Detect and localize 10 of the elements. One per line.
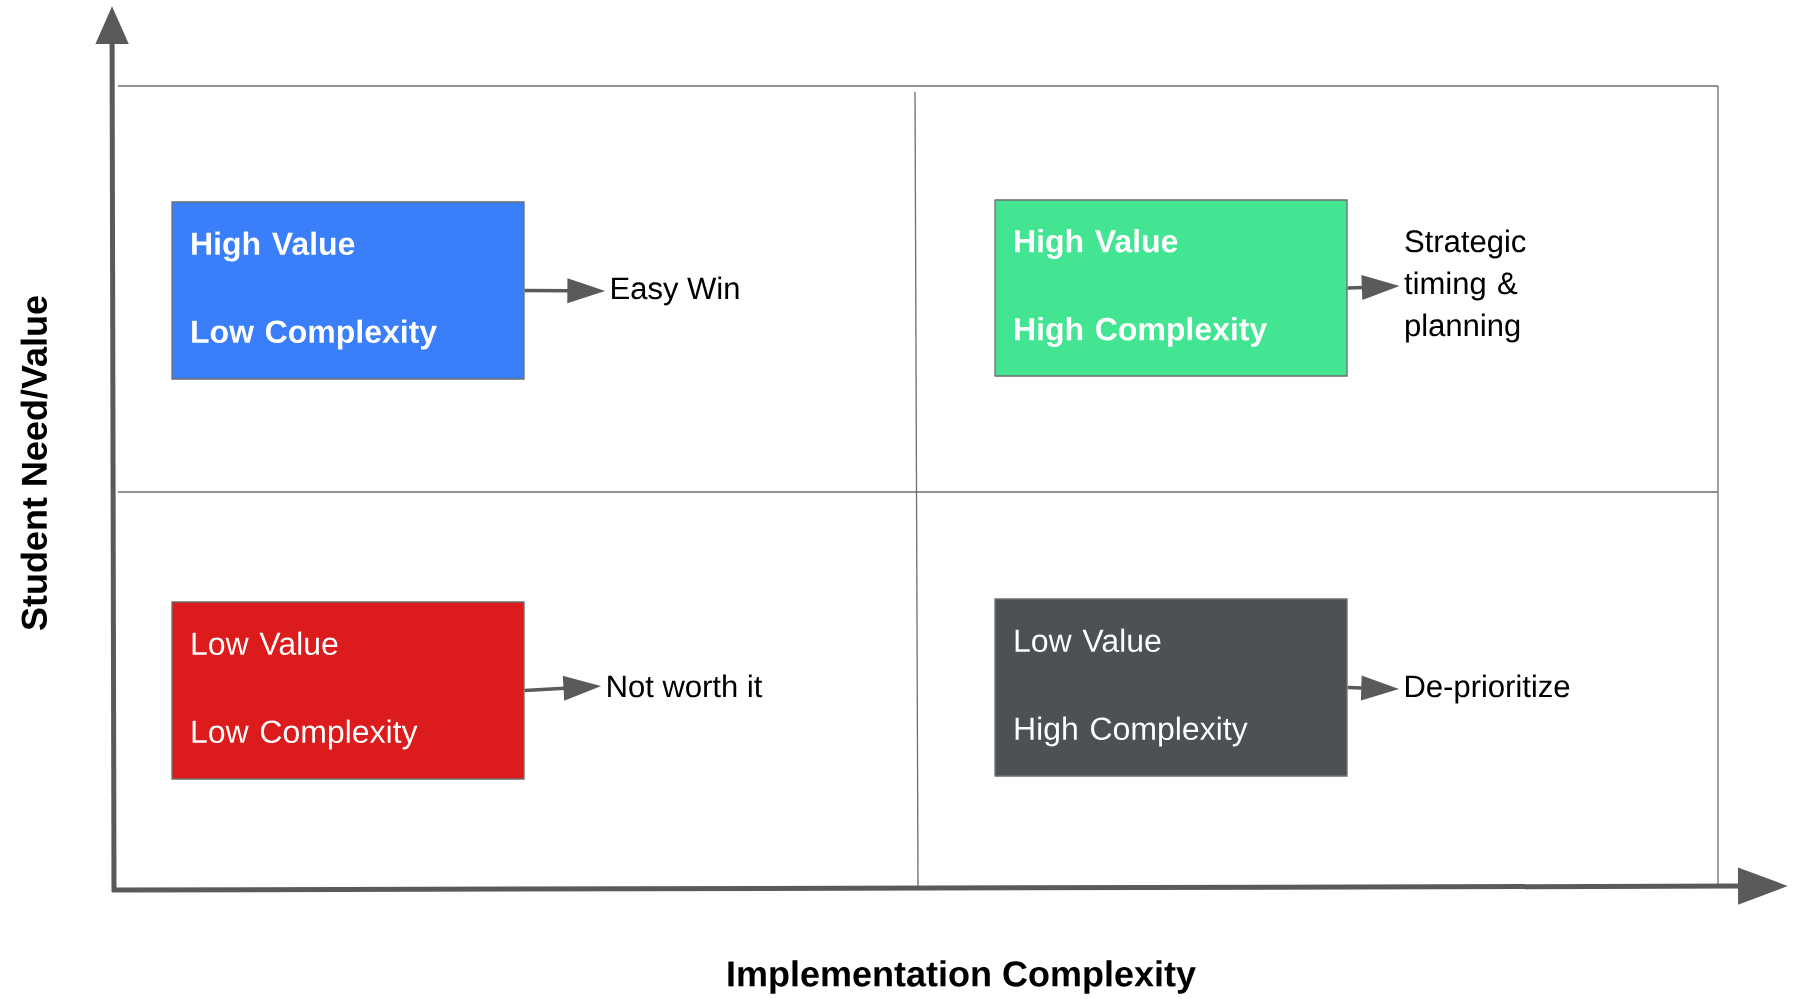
quadrant-box: Low Value Low Complexity [171, 601, 525, 780]
axis-title: Student Need/Value [20, 296, 48, 630]
quadrant-box: High Value High Complexity [994, 199, 1348, 377]
outcome-label: Easy Win [612, 276, 739, 306]
quadrant-box: High Value Low Complexity [171, 201, 525, 380]
outcome-label: Not worth it [608, 674, 763, 698]
outcome-label: Strategic timing & planning [1404, 229, 1526, 343]
axis-title: Implementation Complexity [728, 960, 1196, 994]
outcome-label: De-prioritize [1406, 674, 1570, 704]
quadrant-box: Low Value High Complexity [994, 598, 1348, 777]
